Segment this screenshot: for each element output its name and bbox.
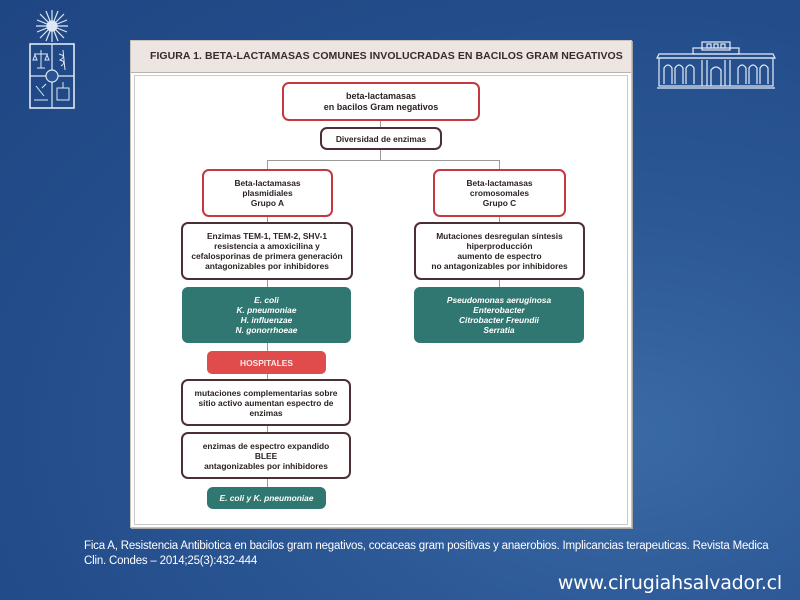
node-organisms-group-c: Pseudomonas aeruginosa Enterobacter Citr… (414, 287, 584, 343)
node-mutations-group-c: Mutaciones desregulan síntesis hiperprod… (414, 222, 585, 280)
node-complementary-mutations: mutaciones complementarias sobre sitio a… (181, 379, 351, 426)
node-blee: enzimas de espectro expandido BLEE antag… (181, 432, 351, 479)
node-organisms-group-a: E. coli K. pneumoniae H. influenzae N. g… (182, 287, 351, 343)
connector-branch-horizontal (267, 160, 500, 161)
building-facade-icon (656, 41, 776, 89)
university-crest-icon (29, 10, 75, 109)
microscope-icon (34, 83, 48, 101)
connector-hospitals-complementary (267, 373, 268, 380)
website-label: www.cirugiahsalvador.cl (557, 572, 782, 594)
connector-diversity-branch (380, 149, 381, 161)
node-enzymes-group-a: Enzimas TEM-1, TEM-2, SHV-1 resistencia … (181, 222, 353, 280)
node-diversity: Diversidad de enzimas (320, 127, 442, 150)
connector-complementary-blee (267, 425, 268, 433)
node-group-c: Beta-lactamasas cromosomales Grupo C (433, 169, 566, 217)
connector-root-diversity (380, 120, 381, 128)
connector-groupA-enzymes (267, 216, 268, 223)
connector-blee-final (267, 478, 268, 487)
connector-groupC-mutations (499, 216, 500, 223)
books-icon (56, 82, 70, 101)
sunburst-icon (36, 10, 68, 42)
connector-mutations-organismsC (499, 279, 500, 287)
node-group-a: Beta-lactamasas plasmidiales Grupo A (202, 169, 333, 217)
connector-branch-left (267, 160, 268, 169)
connector-organismsA-hospitals (267, 342, 268, 351)
connector-enzymes-organismsA (267, 279, 268, 287)
scales-icon (32, 50, 50, 69)
node-final-organisms: E. coli y K. pneumoniae (207, 487, 326, 509)
node-root: beta-lactamasas en bacilos Gram negativo… (282, 82, 480, 121)
node-hospitals: HOSPITALES (207, 351, 326, 374)
citation-caption: Fica A, Resistencia Antibiotica en bacil… (84, 540, 769, 567)
caduceus-icon (58, 49, 66, 71)
figure-header: FIGURA 1. BETA-LACTAMASAS COMUNES INVOLU… (131, 41, 631, 73)
figure-panel: FIGURA 1. BETA-LACTAMASAS COMUNES INVOLU… (130, 40, 632, 528)
connector-branch-right (499, 160, 500, 169)
figure-title: FIGURA 1. BETA-LACTAMASAS COMUNES INVOLU… (150, 50, 623, 62)
